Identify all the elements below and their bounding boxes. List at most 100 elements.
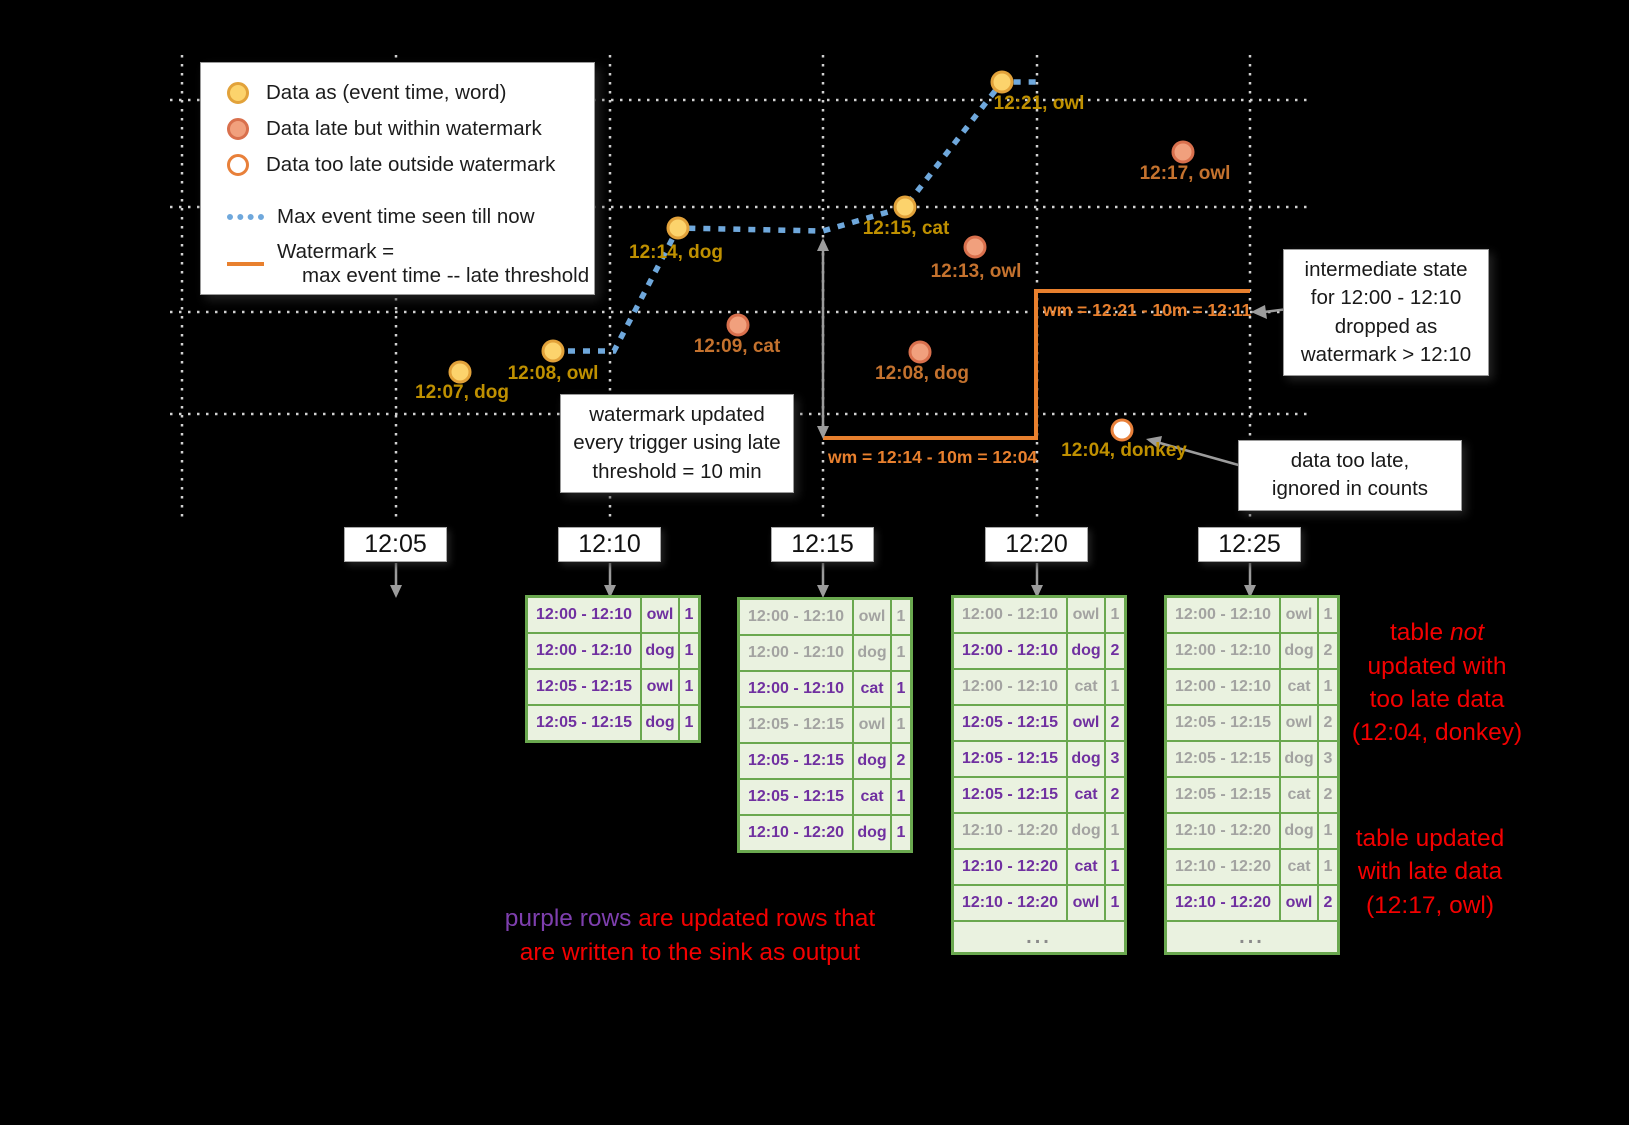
table-cell-count: 1 [1106,670,1124,704]
callout-data-too-late: data too late, ignored in counts [1238,440,1462,511]
table-cell-window: 12:05 - 12:15 [1167,706,1279,740]
table-cell-word: cat [1068,850,1104,884]
legend-item-max-event-time: Max event time seen till now [227,199,594,235]
table-cell-word: owl [854,600,890,634]
data-point-label: 12:13, owl [930,261,1022,282]
table-cell-window: 12:00 - 12:10 [528,598,640,632]
table-cell-count: 1 [1319,850,1337,884]
arrowhead-down-icon [817,426,829,439]
table-cell-word: cat [1281,670,1317,704]
table-cell-window: 12:10 - 12:20 [954,886,1066,920]
watermark-label-line2: max event time -- late threshold [302,264,590,287]
legend-item-ontime: Data as (event time, word) [227,75,594,111]
table-cell-window: 12:05 - 12:15 [740,708,852,742]
legend-item-too-late: Data too late outside watermark [227,147,594,183]
watermark-label-line1: Watermark = [277,240,395,263]
data-point-label: 12:09, cat [693,336,781,357]
table-cell-word: dog [642,706,678,740]
note-text-italic: not [1449,619,1484,647]
legend-spacer [227,183,594,199]
table-cell-window: 12:10 - 12:20 [954,814,1066,848]
table-cell-window: 12:10 - 12:20 [1167,850,1279,884]
data-point-toolate-dot [1110,418,1134,442]
table-cell-word: cat [1068,670,1104,704]
table-cell-word: cat [1281,778,1317,812]
table-cell-count: 1 [1319,598,1337,632]
note-table-not-updated: table not updated with too late data (12… [1337,583,1537,750]
table-cell-word: owl [854,708,890,742]
table-cell-count: 1 [892,600,910,634]
data-point-label: 12:07, dog [415,382,509,403]
data-point-late-dot [1171,140,1195,164]
data-point-label: 12:17, owl [1139,163,1231,184]
table-cell-count: 2 [1319,778,1337,812]
table-cell-count: 1 [1106,850,1124,884]
table-cell-window: 12:10 - 12:20 [1167,886,1279,920]
data-point-late-dot [726,313,750,337]
table-cell-count: 1 [1319,670,1337,704]
table-cell-window: 12:00 - 12:10 [954,670,1066,704]
table-cell-word: owl [1281,706,1317,740]
arrowhead-down-icon [1244,585,1256,598]
table-cell-word: dog [854,636,890,670]
data-point-label: 12:08, dog [875,363,969,384]
data-point-ontime-dot [448,360,472,384]
table-cell-word: owl [1068,598,1104,632]
table-cell-word: owl [1281,598,1317,632]
callout-watermark-updated: watermark updated every trigger using la… [560,394,794,493]
table-cell-count: 1 [680,670,698,704]
max-event-time-line-icon [227,214,264,220]
table-cell-count: 3 [1319,742,1337,776]
callout-intermediate-state: intermediate state for 12:00 - 12:10 dro… [1283,249,1489,377]
too-late-dot-icon [227,154,249,176]
table-cell-window: 12:05 - 12:15 [954,742,1066,776]
legend: Data as (event time, word) Data late but… [200,62,595,295]
table-cell-word: cat [1068,778,1104,812]
time-tick-12-05: 12:05 [344,527,447,562]
table-cell-word: dog [1281,742,1317,776]
note-text: updated with too late data (12:04, donke… [1351,652,1523,747]
table-cell-window: 12:00 - 12:10 [1167,670,1279,704]
table-cell-window: 12:10 - 12:20 [740,816,852,850]
legend-label: Watermark = max event time -- late thres… [277,240,589,288]
arrowhead-down-icon [817,585,829,598]
data-point-ontime-dot [990,70,1014,94]
legend-label: Data too late outside watermark [266,153,556,176]
table-cell-window: 12:05 - 12:15 [528,706,640,740]
table-cell-count: 1 [680,706,698,740]
too-late-arrow [1159,441,1243,468]
note-table-updated: table updated with late data (12:17, owl… [1355,825,1505,919]
max-event-time-line [553,79,1040,354]
table-cell-window: 12:00 - 12:10 [740,600,852,634]
data-point-ontime-dot [893,195,917,219]
table-cell-word: dog [854,816,890,850]
arrowhead-down-icon [604,585,616,598]
table-cell-window: 12:05 - 12:15 [740,780,852,814]
watermark-value-label: wm = 12:21 - 10m = 12:11 [1043,300,1252,320]
table-cell-word: owl [642,598,678,632]
time-tick-12-20: 12:20 [985,527,1088,562]
time-tick-12-25: 12:25 [1198,527,1301,562]
table-cell-window: 12:05 - 12:15 [954,706,1066,740]
table-cell-word: dog [1068,634,1104,668]
data-point-late-dot [908,340,932,364]
table-cell-count: 1 [1106,886,1124,920]
table-cell-window: 12:00 - 12:10 [528,634,640,668]
table-cell-count: 1 [1319,814,1337,848]
ontime-dot-icon [227,82,249,104]
table-ellipsis-row: ... [954,922,1124,952]
gray-arrows [390,238,1289,598]
table-cell-word: cat [1281,850,1317,884]
note-text: are updated rows that are written to the… [519,905,876,966]
table-cell-word: cat [854,672,890,706]
table-cell-word: owl [1068,886,1104,920]
data-point-label: 12:14, dog [629,242,723,263]
data-point-label: 12:04, donkey [1061,440,1187,461]
watermark-value-label: wm = 12:14 - 10m = 12:04 [828,447,1038,467]
table-cell-count: 2 [1319,706,1337,740]
legend-label: Max event time seen till now [277,205,535,228]
table-cell-count: 1 [892,708,910,742]
